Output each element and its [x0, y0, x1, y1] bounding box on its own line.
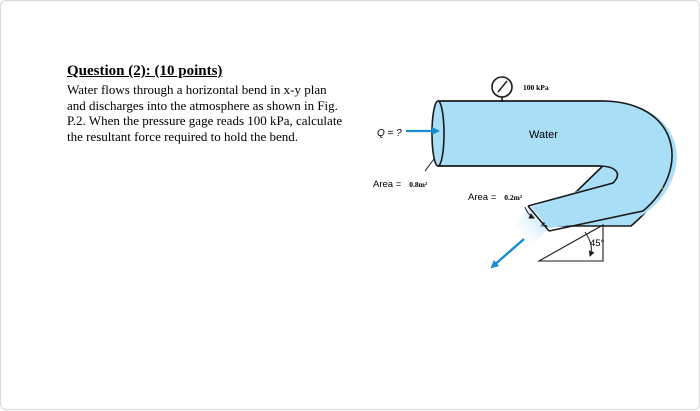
outlet-area-text: Area = 0.2m²	[468, 187, 523, 204]
angle-triangle	[536, 224, 604, 262]
question-line: P.2. When the pressure gage reads 100 kP…	[67, 113, 343, 128]
pipe-outline-inner	[438, 165, 619, 207]
inlet-area-value: 0.8m²	[409, 180, 428, 189]
gauge-label: 100 kPa	[523, 83, 549, 92]
inlet-area-prefix: Area =	[373, 179, 402, 190]
question-line: and discharges into the atmosphere as sh…	[67, 97, 338, 113]
inlet-area-text: Area = 0.8m²	[373, 174, 428, 191]
angle-label: 45°	[590, 238, 605, 249]
outlet-area-pointer	[524, 206, 535, 219]
pipe-outlet-leg	[531, 101, 677, 228]
question-text: Water flows through a horizontal bend in…	[67, 82, 367, 144]
outlet-flow-arrow	[490, 238, 525, 269]
outlet-area-value: 0.2m²	[504, 193, 523, 202]
angle-arc	[584, 231, 595, 257]
question-line: the resultant force required to hold the…	[67, 128, 299, 144]
pipe-outlet-end	[527, 205, 550, 232]
inlet-area-pointer	[424, 158, 435, 172]
outlet-jet	[516, 208, 547, 246]
pipe-inlet-end	[431, 100, 445, 167]
question-heading: Question (2): (10 points)	[67, 63, 223, 79]
gauge-needle	[497, 80, 508, 93]
stray-mark	[661, 187, 663, 189]
question-line: Water flows through a horizontal bend in…	[67, 82, 327, 97]
flow-rate-label: Q = ?	[377, 128, 402, 139]
fluid-label: Water	[529, 129, 558, 141]
outlet-area-prefix: Area =	[468, 192, 497, 203]
pipe-outline-outer	[438, 100, 673, 232]
